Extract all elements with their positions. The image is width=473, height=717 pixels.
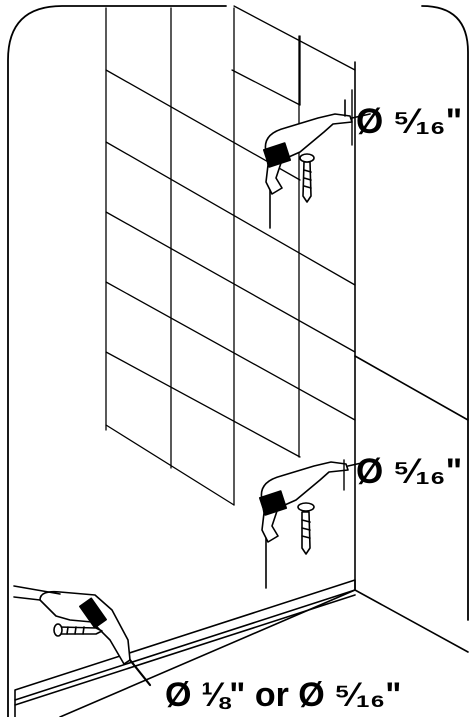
drill-size-label-middle: Ø ⁵⁄₁₆" [356,452,463,491]
drill-top-icon [262,89,371,229]
anchor-screw-top-icon [299,153,315,203]
anchor-screw-middle-icon [297,502,315,555]
anchor-screw-bottom-icon [53,623,103,637]
baseboard [14,579,356,717]
drill-size-label-bottom: Ø ⅛" or Ø ⁵⁄₁₆" [165,676,402,714]
panel-frame-right [421,5,469,621]
drill-middle-icon [258,459,367,589]
drill-bottom-icon [13,585,152,687]
drill-size-label-top: Ø ⁵⁄₁₆" [356,102,463,141]
panel-frame [7,5,227,717]
tile-grid [105,5,356,506]
